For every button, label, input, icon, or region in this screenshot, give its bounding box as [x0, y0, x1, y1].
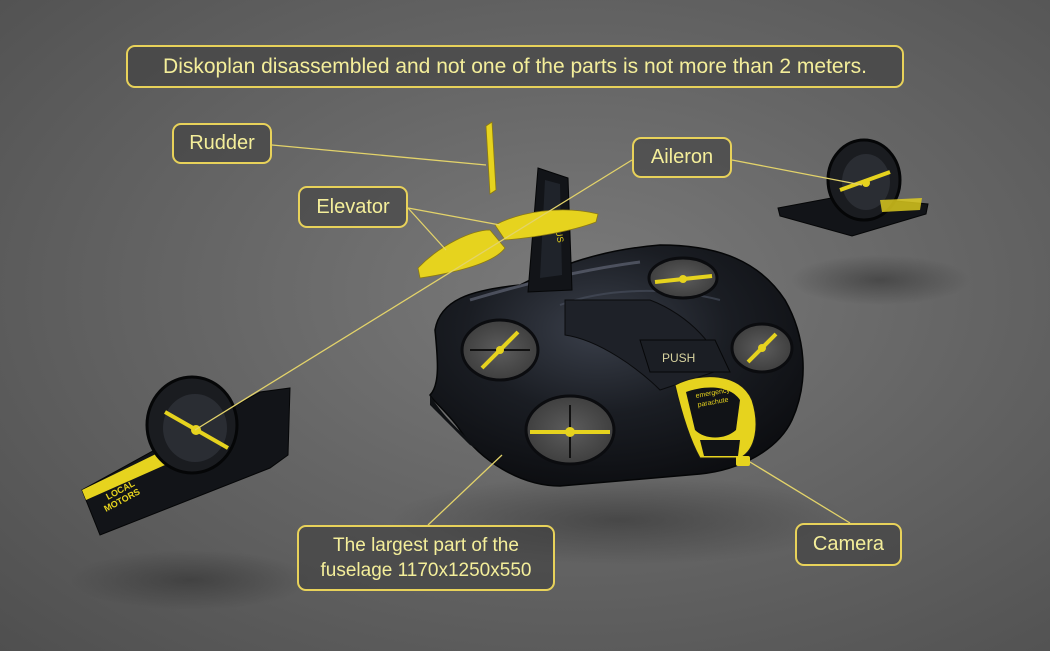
rudder-part [485, 121, 497, 195]
elevator-leader-2 [407, 207, 501, 226]
largest-part-leader [427, 454, 503, 526]
push-marking: PUSH [662, 351, 695, 365]
aileron-label: Aileron [632, 137, 732, 178]
diagram-title: Diskoplan disassembled and not one of th… [126, 45, 904, 88]
fuselage: PUSH emergency parachute [429, 244, 804, 487]
rudder-leader [271, 144, 487, 166]
elevator-part [417, 229, 506, 279]
wheel-right-shadow [790, 255, 970, 305]
aileron-leader-2 [731, 159, 863, 186]
wheel-module-right [777, 138, 929, 237]
aileron-leader-1 [194, 159, 633, 431]
rotor-opening-back [647, 256, 719, 300]
parachute-pod: emergency parachute [674, 376, 757, 459]
rudder-label: Rudder [172, 123, 272, 164]
camera-label: Camera [795, 523, 902, 566]
wheel-left-shadow [70, 550, 310, 610]
elevator-leader-1 [407, 207, 447, 251]
camera-leader [749, 461, 851, 524]
rotor-opening-left [460, 318, 540, 382]
largest-part-label: The largest part of the fuselage 1170x12… [297, 525, 555, 591]
largest-part-line-2: fuselage 1170x1250x550 [320, 560, 532, 581]
elevator-label: Elevator [298, 186, 408, 228]
largest-part-line-1: The largest part of the [333, 535, 519, 556]
rotor-opening-front [524, 394, 616, 466]
camera-mount [736, 456, 750, 466]
wheel-module-left: LOCAL MOTORS [81, 375, 291, 536]
rotor-opening-right [730, 322, 794, 374]
aileron-part [494, 209, 599, 241]
